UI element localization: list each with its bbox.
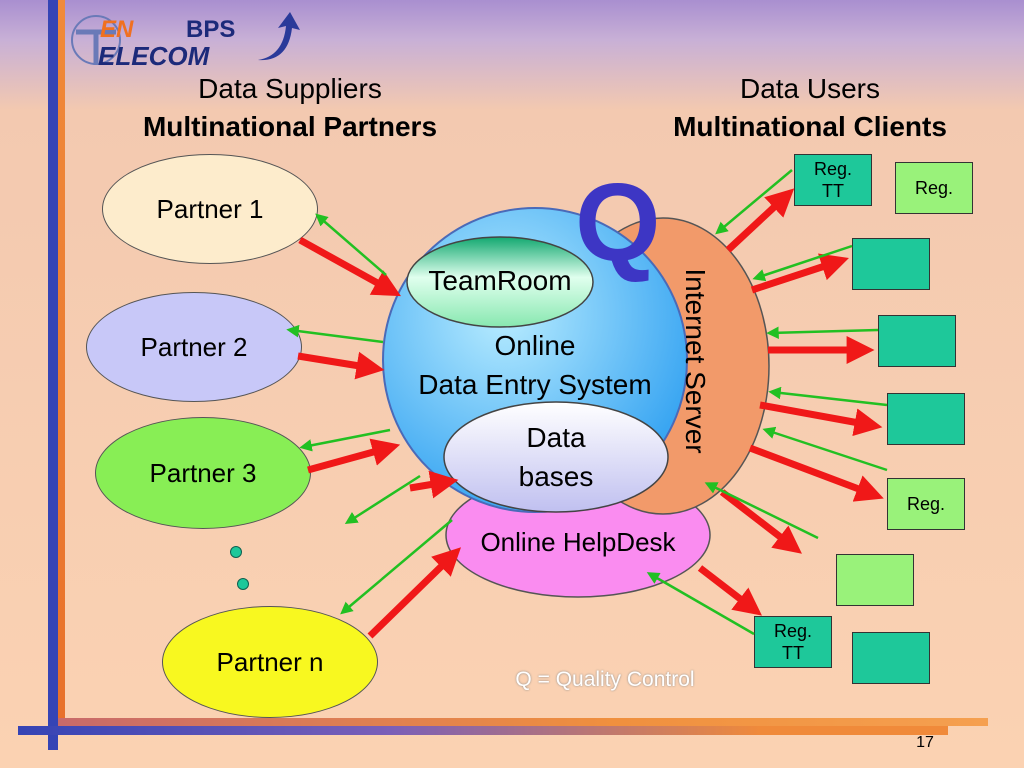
green-arrow — [299, 428, 391, 452]
green-arrow — [752, 244, 853, 282]
client-reg-mid-label: Reg. — [906, 494, 946, 514]
green-arrow — [768, 386, 888, 407]
teamroom-ellipse — [406, 236, 594, 328]
left-accent-bar — [56, 0, 65, 730]
red-arrow — [759, 401, 883, 437]
client-box — [852, 238, 930, 290]
red-arrow — [367, 547, 462, 639]
green-arrow — [766, 326, 879, 340]
page-number: 17 — [916, 734, 934, 751]
logo-en: EN — [100, 16, 134, 43]
databases-ellipse — [443, 401, 669, 513]
reg-tt-bottom-line-2: TT — [782, 643, 804, 663]
teamroom-label: TeamRoom — [428, 265, 572, 296]
red-arrow — [298, 236, 402, 297]
quality-q: Q — [575, 161, 661, 284]
partner-n: Partner n — [162, 606, 378, 718]
suppliers-subtitle: Multinational Partners — [142, 111, 438, 142]
green-arrow — [286, 324, 384, 344]
partner-3: Partner 3 — [95, 417, 311, 529]
client-reg-top-label: Reg. — [914, 178, 954, 198]
tenbps-logo: EN BPS ELECOM — [71, 12, 300, 70]
red-arrow — [748, 444, 884, 502]
red-arrow — [409, 470, 459, 499]
partner-2: Partner 2 — [86, 292, 302, 402]
reg-tt-top-line-1: Reg. — [813, 159, 853, 179]
users-header: Data Users Multinational Clients — [630, 70, 990, 146]
data-entry-system-label: Online Data Entry System — [385, 326, 685, 404]
red-arrow — [719, 489, 802, 554]
red-arrow — [725, 188, 795, 253]
system-line-1: Online — [494, 330, 576, 361]
logo-bps: BPS — [186, 16, 235, 43]
quality-control-legend: Q = Quality Control — [515, 668, 695, 691]
client-reg-tt-top: Reg. TT — [794, 154, 872, 206]
client-reg-tt-bottom: Reg. TT — [754, 616, 832, 668]
ellipsis-dot — [237, 578, 249, 590]
client-box — [852, 632, 930, 684]
green-arrow — [762, 426, 888, 472]
bottom-blue-bar — [18, 726, 948, 735]
databases-line-2: bases — [518, 461, 594, 492]
logo-elecom: ELECOM — [98, 41, 211, 70]
red-arrow — [750, 253, 849, 294]
databases-line-1: Data — [526, 422, 586, 453]
reg-tt-bottom-line-1: Reg. — [773, 621, 813, 641]
client-box — [878, 315, 956, 367]
green-arrow — [315, 213, 387, 276]
partner-1-label: Partner 1 — [156, 193, 264, 224]
green-arrows — [286, 169, 888, 636]
partner-2-label: Partner 2 — [140, 331, 248, 362]
databases-label: Data bases — [444, 418, 668, 496]
green-arrow — [344, 474, 421, 525]
users-subtitle: Multinational Clients — [673, 111, 947, 142]
users-title: Data Users — [739, 73, 881, 104]
helpdesk-label: Online HelpDesk — [480, 527, 676, 557]
suppliers-header: Data Suppliers Multinational Partners — [95, 70, 485, 146]
green-arrow — [340, 519, 453, 615]
green-arrow — [715, 169, 793, 235]
left-blue-bar — [48, 0, 58, 750]
red-arrow — [297, 351, 385, 380]
partner-n-label: Partner n — [216, 646, 324, 677]
red-arrows — [297, 188, 884, 639]
green-arrow — [704, 482, 819, 540]
client-box — [887, 393, 965, 445]
system-line-2: Data Entry System — [418, 369, 652, 400]
reg-tt-top-line-2: TT — [822, 181, 844, 201]
partner-3-label: Partner 3 — [149, 457, 257, 488]
bottom-accent-bar — [58, 718, 988, 726]
partner-1: Partner 1 — [102, 154, 318, 264]
red-arrow — [697, 565, 762, 616]
client-reg-top: Reg. — [895, 162, 973, 214]
green-arrow — [646, 572, 755, 636]
client-reg-mid: Reg. — [887, 478, 965, 530]
red-arrow — [307, 438, 401, 474]
suppliers-title: Data Suppliers — [198, 73, 382, 104]
ellipsis-dot — [230, 546, 242, 558]
client-box — [836, 554, 914, 606]
